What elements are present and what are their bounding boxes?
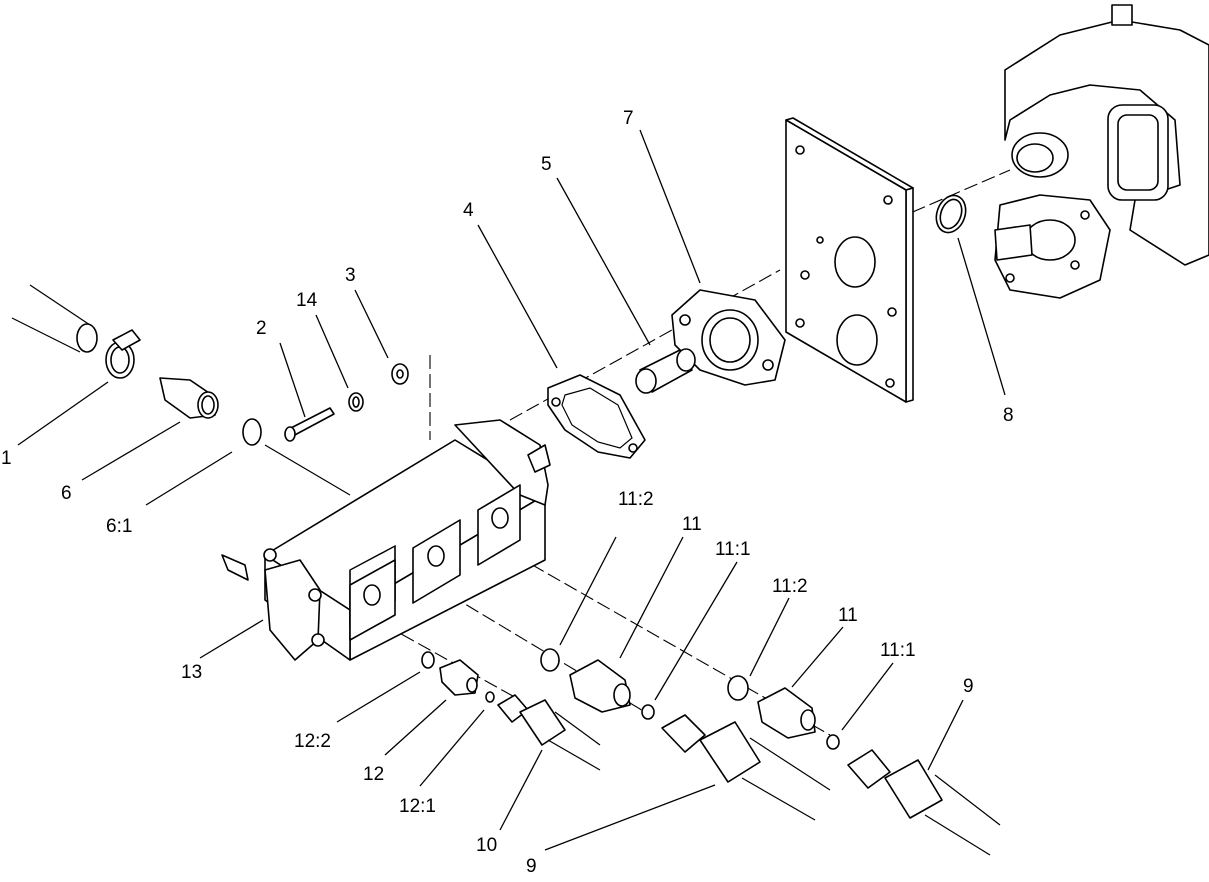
callout-14: 14 [296, 290, 318, 311]
callout-9-right: 9 [963, 676, 974, 697]
o-ring-part-11-2-left [540, 648, 560, 672]
lock-washer-part-14 [348, 392, 364, 412]
callout-3: 3 [345, 265, 356, 286]
bolt-part-2 [284, 407, 335, 442]
callout-5: 5 [541, 154, 552, 175]
callout-11-2-left: 11:2 [618, 489, 654, 510]
pump-flange-part-7 [671, 289, 786, 386]
washer-part-3 [391, 363, 409, 385]
o-ring-part-11-2-right [727, 675, 749, 701]
hose-part-9-center [661, 714, 831, 821]
callout-10: 10 [476, 835, 497, 856]
callout-6-1: 6:1 [106, 516, 132, 537]
callout-6: 6 [61, 483, 72, 504]
callout-4: 4 [463, 200, 474, 221]
hose-fitting-part-6 [159, 377, 219, 419]
callout-11-1-right: 11:1 [880, 640, 916, 661]
callout-11-right: 11 [838, 605, 858, 626]
o-ring-part-11-1-left [641, 704, 655, 720]
o-ring-part-12-1 [485, 691, 495, 703]
fitting-part-11-right [757, 687, 816, 739]
o-ring-part-11-1-right [826, 734, 840, 750]
callout-12: 12 [363, 764, 384, 785]
gear-pump-body [221, 419, 551, 661]
mounting-plate [785, 117, 914, 403]
callout-13: 13 [181, 662, 202, 683]
callout-11-1-left: 11:1 [715, 539, 751, 560]
callout-7: 7 [623, 108, 634, 129]
coupling-part-5 [635, 348, 696, 394]
o-ring-part-12-2 [421, 651, 435, 669]
o-ring-part-6-1 [242, 418, 262, 446]
fitting-part-12 [439, 659, 479, 696]
callout-labels: 1 2 3 4 5 6 6:1 7 8 9 9 10 11 11 11:1 11… [1, 108, 1014, 877]
gasket-part-4 [547, 374, 646, 459]
fitting-part-11-left [569, 659, 631, 713]
callout-11-2-right: 11:2 [772, 576, 808, 597]
engine-housing [994, 4, 1209, 299]
callout-9-center: 9 [526, 856, 537, 877]
callout-2: 2 [256, 318, 267, 339]
callout-12-2: 12:2 [294, 731, 331, 752]
callout-11-left: 11 [682, 514, 702, 535]
o-ring-part-8 [935, 194, 967, 234]
hose-part-9-right [847, 749, 1001, 856]
callout-12-1: 12:1 [399, 796, 436, 817]
hose-part-10 [497, 694, 601, 771]
hose-and-clamp-part-1 [11, 284, 141, 379]
leader-lines [17, 129, 1006, 851]
callout-1: 1 [1, 448, 12, 469]
callout-8: 8 [1003, 405, 1014, 426]
